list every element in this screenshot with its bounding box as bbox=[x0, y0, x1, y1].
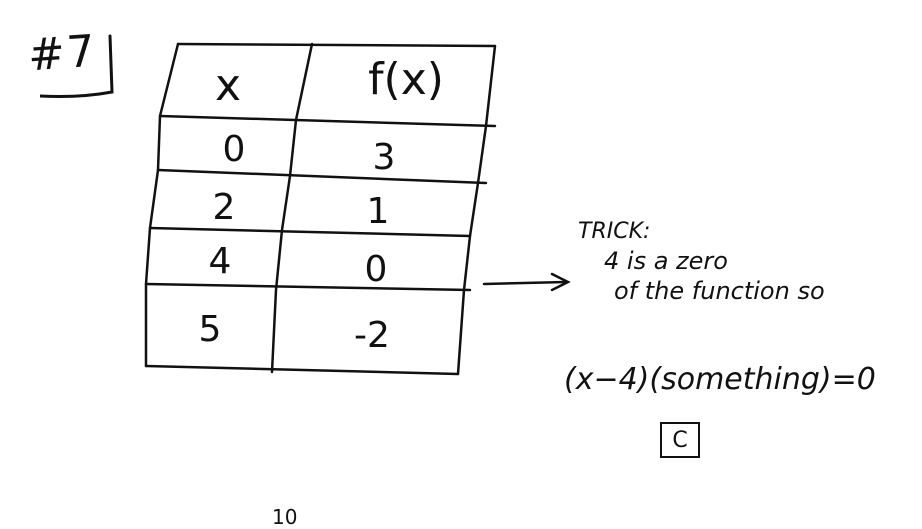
table-cell: 1 bbox=[366, 191, 390, 232]
table-header-fx: f(x) bbox=[368, 54, 444, 105]
table-cell: 0 bbox=[222, 129, 246, 170]
table-cell: 0 bbox=[364, 249, 388, 290]
right-arrow-icon bbox=[482, 272, 571, 292]
trick-note-line: of the function so bbox=[614, 276, 825, 305]
table-cell: 2 bbox=[212, 187, 236, 228]
table-cell: 4 bbox=[208, 241, 232, 282]
problem-bracket-mark bbox=[40, 34, 114, 98]
answer-box: C bbox=[660, 422, 700, 458]
table-header-x: x bbox=[214, 60, 242, 111]
table-cell: 3 bbox=[372, 137, 396, 178]
trick-note-heading: TRICK: bbox=[578, 219, 651, 244]
trick-note-line: 4 is a zero bbox=[604, 246, 728, 275]
answer-letter: C bbox=[672, 427, 688, 453]
trick-note: TRICK: 4 is a zero of the function so bbox=[578, 218, 918, 306]
table-cell: -2 bbox=[354, 315, 390, 356]
factored-equation: (x−4)(something)=0 bbox=[564, 362, 876, 397]
table-cell: 5 bbox=[198, 309, 222, 350]
footer-mark: 10 bbox=[272, 505, 298, 529]
